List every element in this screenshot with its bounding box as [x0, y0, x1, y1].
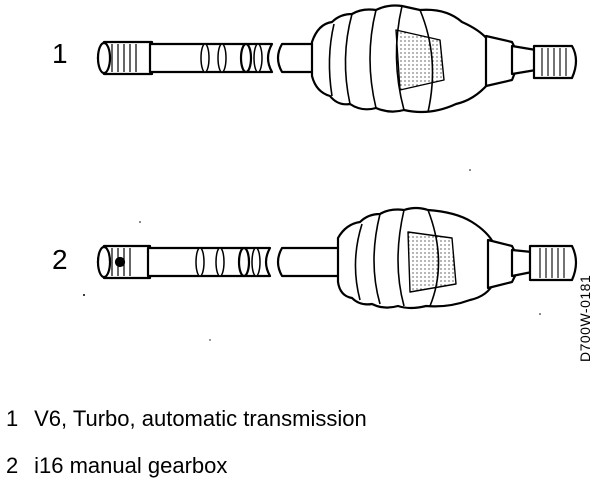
- callout-2: 2: [52, 244, 68, 275]
- legend-item-text: i16 manual gearbox: [34, 453, 228, 478]
- legend-item-1: 1 V6, Turbo, automatic transmission: [6, 406, 367, 432]
- legend-item-number: 2: [6, 453, 19, 478]
- figure-reference-code: D700W-0181: [577, 274, 593, 362]
- drive-shaft-2: [96, 206, 578, 310]
- scan-specks: [83, 169, 541, 341]
- legend-item-number: 1: [6, 406, 19, 431]
- legend-item-text: V6, Turbo, automatic transmission: [34, 406, 367, 431]
- callout-1: 1: [52, 38, 68, 69]
- legend-item-2: 2 i16 manual gearbox: [6, 453, 227, 479]
- drive-shaft-1: [96, 4, 578, 114]
